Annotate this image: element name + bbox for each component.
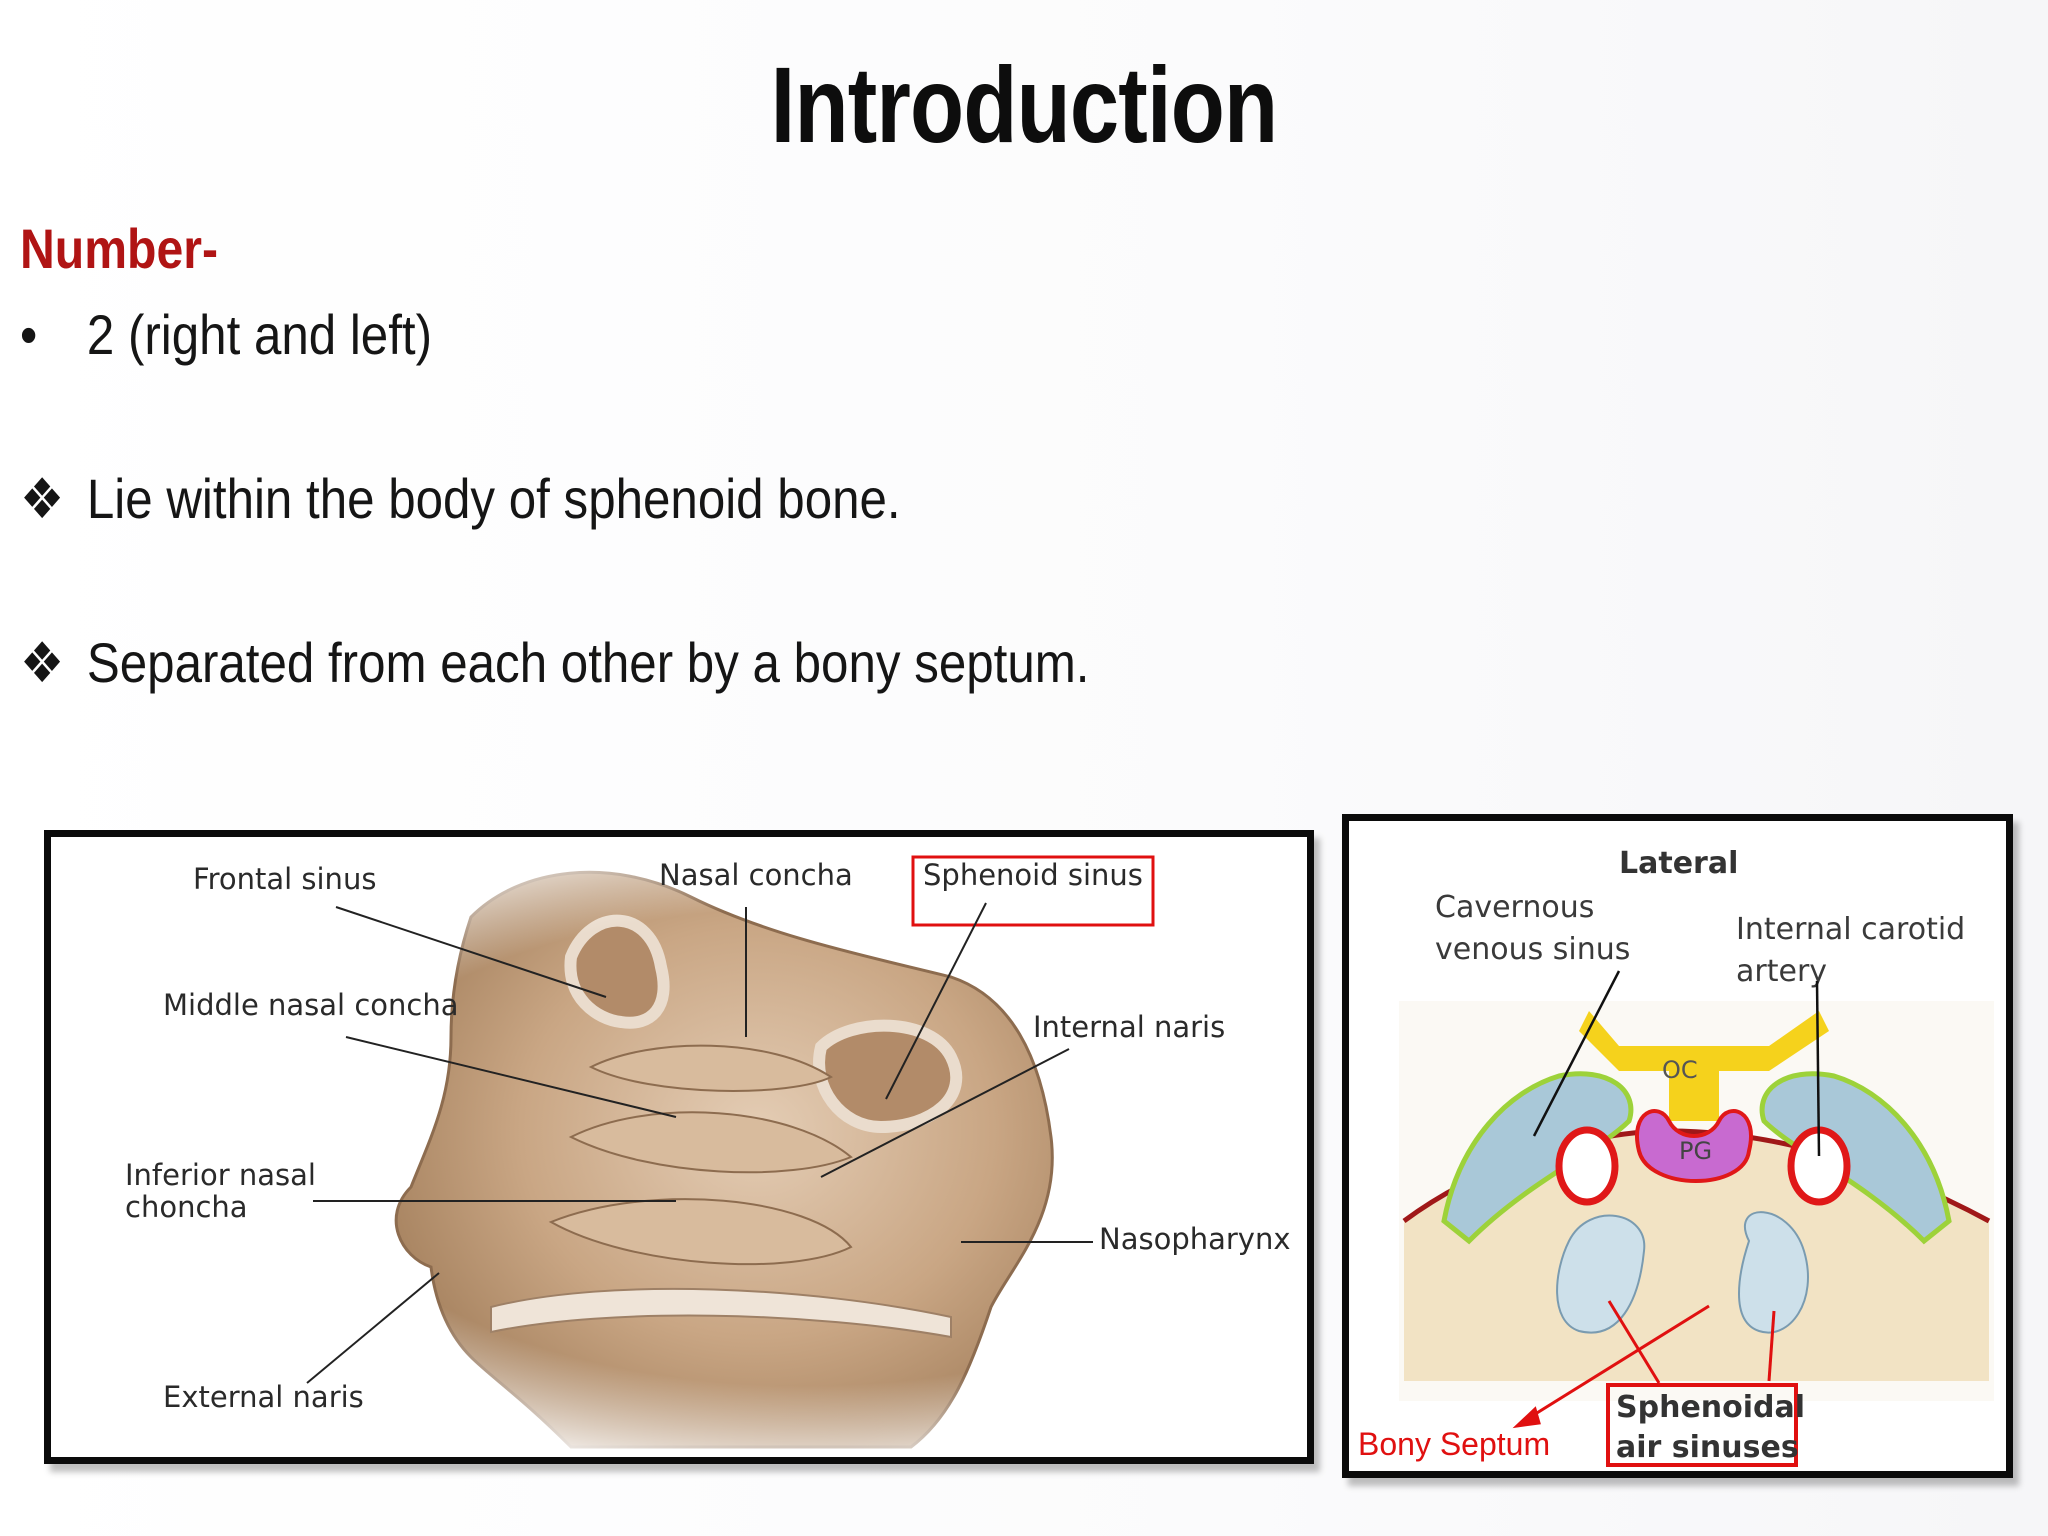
carotid-label-line1: Internal carotid [1736, 912, 1965, 947]
bullet-item: ❖ Separated from each other by a bony sep… [20, 630, 1090, 696]
cavernous-label-line2: venous sinus [1435, 932, 1630, 967]
coronal-section-illustration: Lateral Cavernous venous sinus Internal … [1358, 846, 1994, 1467]
left-air-sinus-shape [1556, 1214, 1646, 1334]
left-cavernous-sinus-shape [1441, 1071, 1634, 1245]
bony-septum-label: Bony Septum [1358, 1426, 1550, 1462]
sphenoid-sinus-highlight-box [911, 855, 1155, 927]
lateral-label: Lateral [1619, 846, 1738, 881]
nasopharynx-label: Nasopharynx [1099, 1222, 1291, 1256]
sphenoid-body-shape [1404, 1131, 1989, 1381]
number-heading: Number- [20, 217, 219, 280]
leader-lines [1532, 970, 1821, 1157]
external-naris-label: External naris [163, 1380, 364, 1414]
middle-nasal-concha-label: Middle nasal concha [163, 988, 458, 1022]
bullet-text: Separated from each other by a bony sept… [86, 631, 1090, 694]
cavernous-label-line1: Cavernous [1435, 890, 1594, 925]
bullet-dot-icon: • [20, 303, 38, 366]
frontal-sinus-label: Frontal sinus [193, 862, 376, 896]
bullet-item: ❖ Lie within the body of sphenoid bone. [20, 466, 901, 532]
sphenoid-sinus-label: Sphenoid sinus [923, 858, 1143, 892]
carotid-label-line2: artery [1736, 954, 1827, 989]
left-carotid-shape [1555, 1126, 1619, 1206]
diamond-bullet-icon: ❖ [20, 631, 65, 694]
internal-naris-label: Internal naris [1033, 1010, 1225, 1044]
pituitary-gland-shape [1635, 1109, 1753, 1183]
bullet-text: Lie within the body of sphenoid bone. [86, 467, 901, 530]
sphenoidal-label-line1: Sphenoidal [1616, 1390, 1805, 1425]
leader-lines [306, 902, 1093, 1384]
bullet-text: 2 (right and left) [86, 303, 433, 366]
nasal-concha-label: Nasal concha [659, 858, 853, 892]
oc-label: OC [1662, 1056, 1698, 1084]
red-arrows [1512, 1300, 1776, 1429]
sphenoidal-highlight-box [1606, 1383, 1798, 1467]
bullet-item: • 2 (right and left) [20, 302, 432, 367]
nasal-cavity-illustration: Frontal sinus Nasal concha Sphenoid sinu… [51, 837, 1307, 1457]
slide-title: Introduction [770, 44, 1278, 165]
nasal-cavity-figure: Frontal sinus Nasal concha Sphenoid sinu… [44, 830, 1314, 1464]
diamond-bullet-icon: ❖ [20, 467, 65, 530]
optic-chiasm-shape [1579, 1011, 1829, 1121]
coronal-section-figure: Lateral Cavernous venous sinus Internal … [1342, 814, 2013, 1478]
inferior-nasal-label-line2: choncha [125, 1190, 248, 1224]
right-air-sinus-shape [1738, 1211, 1809, 1334]
pg-label: PG [1679, 1137, 1712, 1165]
sphenoidal-label-line2: air sinuses [1616, 1430, 1799, 1465]
inferior-nasal-label-line1: Inferior nasal [125, 1158, 316, 1192]
